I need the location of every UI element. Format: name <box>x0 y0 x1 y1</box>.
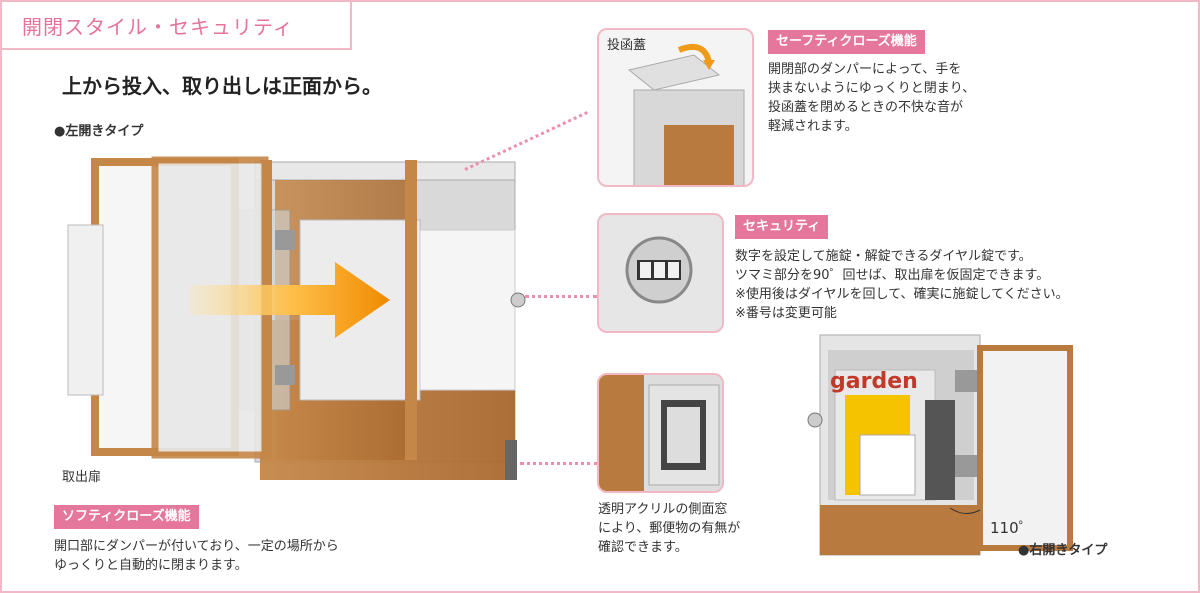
open-angle-label: 110゜ <box>990 519 1034 537</box>
soft-close-line2: ゆっくりと自動的に閉まります。 <box>54 558 248 573</box>
safety-close-line-4: 軽減されます。 <box>768 119 858 134</box>
window-line-2: により、郵便物の有無が <box>598 521 741 536</box>
window-line-3: 確認できます。 <box>598 540 688 555</box>
connector-security <box>525 295 597 298</box>
section-title: 開閉スタイル・セキュリティ <box>2 2 352 50</box>
side-window-illustration <box>599 375 720 491</box>
soft-close-line1: 開口部にダンパーが付いており、一定の場所から <box>54 539 339 554</box>
headline: 上から投入、取り出しは正面から。 <box>62 74 382 98</box>
safety-close-label: セーフティクローズ機能 <box>768 30 925 54</box>
security-line-3: ※使用後はダイヤルを回して、確実に施錠してください。 <box>735 287 1069 302</box>
lid-inset: 投函蓋 <box>597 28 754 187</box>
door-label: 取出扉 <box>62 470 102 485</box>
security-line-4: ※番号は変更可能 <box>735 306 837 321</box>
safety-close-line-3: 投函蓋を閉めるときの不快な音が <box>768 100 964 115</box>
lid-label: 投函蓋 <box>607 38 647 53</box>
right-open-type-label: ●右開きタイプ <box>1018 543 1108 558</box>
soft-close-label: ソフティクローズ機能 <box>54 505 199 529</box>
connector-window <box>520 462 598 465</box>
magazine-title: garden <box>830 369 918 394</box>
window-line-1: 透明アクリルの側面窓 <box>598 502 728 517</box>
side-window-inset <box>597 373 724 493</box>
left-open-type-label: ●左開きタイプ <box>54 124 144 139</box>
dial-lock-inset <box>597 213 724 333</box>
dial-lock-icon <box>625 236 693 304</box>
mailbox-left-open-illustration <box>67 156 526 480</box>
safety-close-line-2: 挟まないようにゆっくりと閉まり、 <box>768 81 976 96</box>
mailbox-lid-illustration <box>627 44 745 185</box>
mailbox-right-open-illustration: garden <box>807 334 1073 556</box>
safety-close-line-1: 開閉部のダンパーによって、手を <box>768 62 962 77</box>
security-line-1: 数字を設定して施錠・解錠できるダイヤル錠です。 <box>735 249 1032 264</box>
security-label: セキュリティ <box>735 215 829 239</box>
security-line-2: ツマミ部分を90゜回せば、取出扉を仮固定できます。 <box>735 268 1050 283</box>
